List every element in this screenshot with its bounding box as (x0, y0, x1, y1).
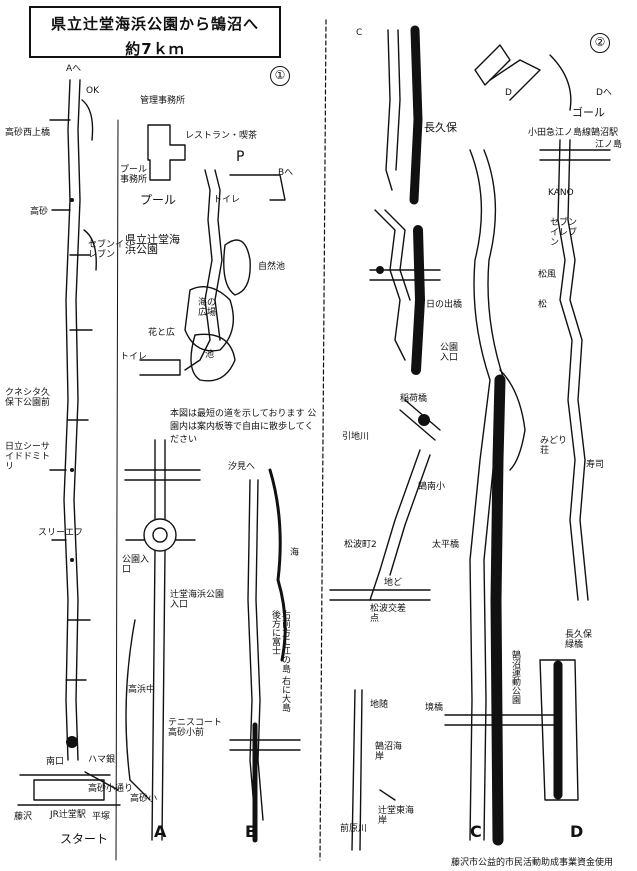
label-tsujido-park-entrance: 辻堂海浜公園入口 (170, 590, 225, 610)
title-line1: 県立辻堂海浜公園から鵠沼へ (50, 15, 259, 33)
label-chido: 地ど (384, 578, 403, 588)
label-enoshima: 江ノ島 (595, 140, 623, 150)
label-hitachi: 日立シーサイドドミトリ (5, 442, 51, 472)
label-takasago-nishi: 高砂西上橋 (5, 128, 51, 138)
label-matsunami-cross: 松波交差点 (370, 604, 407, 624)
label-jr-tsujido: JR辻堂駅 (50, 810, 86, 820)
park-note: 本図は最短の道を示しております 公園内は案内板等で自由に散歩してください (170, 409, 317, 445)
management-building (147, 124, 186, 181)
label-three-f: スリーエフ (38, 528, 84, 538)
label-park-entrance-d: 公園入口 (440, 343, 459, 363)
label-d-arrow: Dへ (596, 88, 612, 98)
label-toilet-2: トイレ (213, 195, 241, 205)
park-pond (190, 333, 236, 382)
title-line2: 約7ｋｍ (125, 40, 185, 58)
label-pool-office: プール事務所 (120, 165, 148, 185)
label-c-point: D (505, 88, 512, 98)
start-label: スタート (60, 832, 109, 846)
label-hamagin: ハマ銀 (88, 755, 116, 765)
column-letter-b: B (245, 822, 258, 841)
label-c-top: C (356, 28, 363, 38)
label-seven-eleven-d: セブンイレブン (550, 218, 578, 248)
label-pool: プール (140, 193, 177, 207)
label-kano: KANO (548, 188, 574, 198)
page-number-1: ① (270, 66, 290, 86)
column-letter-c: C (470, 822, 482, 841)
left-route-line (63, 79, 71, 761)
label-takasago-es: 高砂小 (130, 794, 158, 804)
label-shiomi: 汐見へ (228, 462, 256, 472)
label-fujisawa: 藤沢 (14, 812, 33, 822)
label-pond: 池 (205, 350, 215, 360)
label-management-office: 管理事務所 (140, 96, 186, 106)
label-takasago-st: 高砂小通り (88, 784, 134, 794)
label-sea-square: 海の広場 (198, 298, 217, 318)
footer-credit: 藤沢市公益的市民活動助成事業資金使用 (450, 858, 613, 868)
label-hinode-bridge: 日の出橋 (426, 300, 463, 310)
label-toilet-1: トイレ (120, 352, 148, 362)
ok-label: OK (86, 86, 99, 96)
label-kubo-shita: クネシタ久保下公園前 (5, 388, 51, 408)
left-top-label: Aへ (66, 64, 82, 74)
label-sports-park: 鵠沼運動公園 (510, 650, 520, 704)
label-maehara: 前原川 (340, 824, 368, 834)
label-sakai-bridge: 境橋 (425, 703, 444, 713)
label-seven-eleven: セブンイレブン (88, 240, 125, 260)
label-inari-bridge: 稲荷橋 (400, 394, 428, 404)
label-view-note: 右前方に江の島 右に大島 後方に富士 (270, 610, 290, 712)
label-goal: ゴール (572, 106, 605, 119)
label-sushi: 寿司 (586, 460, 605, 470)
label-minamiguchi: 南口 (46, 757, 65, 767)
label-nagakubo: 長久保 (424, 121, 457, 134)
label-kugenuma-kaigan: 鵠沼海岸 (375, 742, 403, 762)
label-restaurant: レストラン・喫茶 (185, 131, 258, 141)
label-kugenuma-station: 小田急江ノ島線鵠沼駅 (528, 128, 619, 138)
label-matsu: 松 (538, 300, 548, 310)
label-takahama-jhs: 高浜中 (128, 685, 156, 695)
label-matsunami-2: 松波町2 (344, 540, 377, 550)
sea-square (184, 286, 234, 352)
label-tennis-court: テニスコート高砂小前 (168, 718, 223, 738)
page-number-2: ② (590, 33, 610, 53)
label-sea: 海 (290, 548, 300, 558)
label-hikiji-river: 引地川 (342, 432, 370, 442)
label-flower: 花と広 (148, 328, 176, 338)
map-title: 県立辻堂海浜公園から鵠沼へ 約7ｋｍ (29, 6, 281, 58)
column-letter-a: A (154, 822, 167, 841)
label-takasago: 高砂 (30, 207, 49, 217)
roundabout (143, 518, 177, 552)
label-hiratsuka: 平塚 (92, 812, 111, 822)
label-kugenuma-es: 鵠南小 (418, 482, 446, 492)
label-midori-so: みどり荘 (540, 436, 568, 456)
label-nagakubo-midori: 長久保緑橋 (565, 630, 593, 650)
label-tsujido-higashi: 辻堂東海岸 (378, 806, 415, 826)
label-park-name: 県立辻堂海浜公園 (125, 233, 180, 256)
label-chizui: 地随 (370, 700, 389, 710)
parking-label: P (236, 149, 245, 165)
column-letter-d: D (570, 822, 584, 841)
label-park-entrance: 公園入口 (122, 555, 150, 575)
label-taihei-bridge: 太平橋 (432, 540, 460, 550)
label-matsukaze: 松風 (538, 270, 557, 280)
nature-pond (223, 239, 251, 296)
label-to-b: Bへ (278, 168, 294, 178)
label-nature-pond: 自然池 (258, 262, 286, 272)
